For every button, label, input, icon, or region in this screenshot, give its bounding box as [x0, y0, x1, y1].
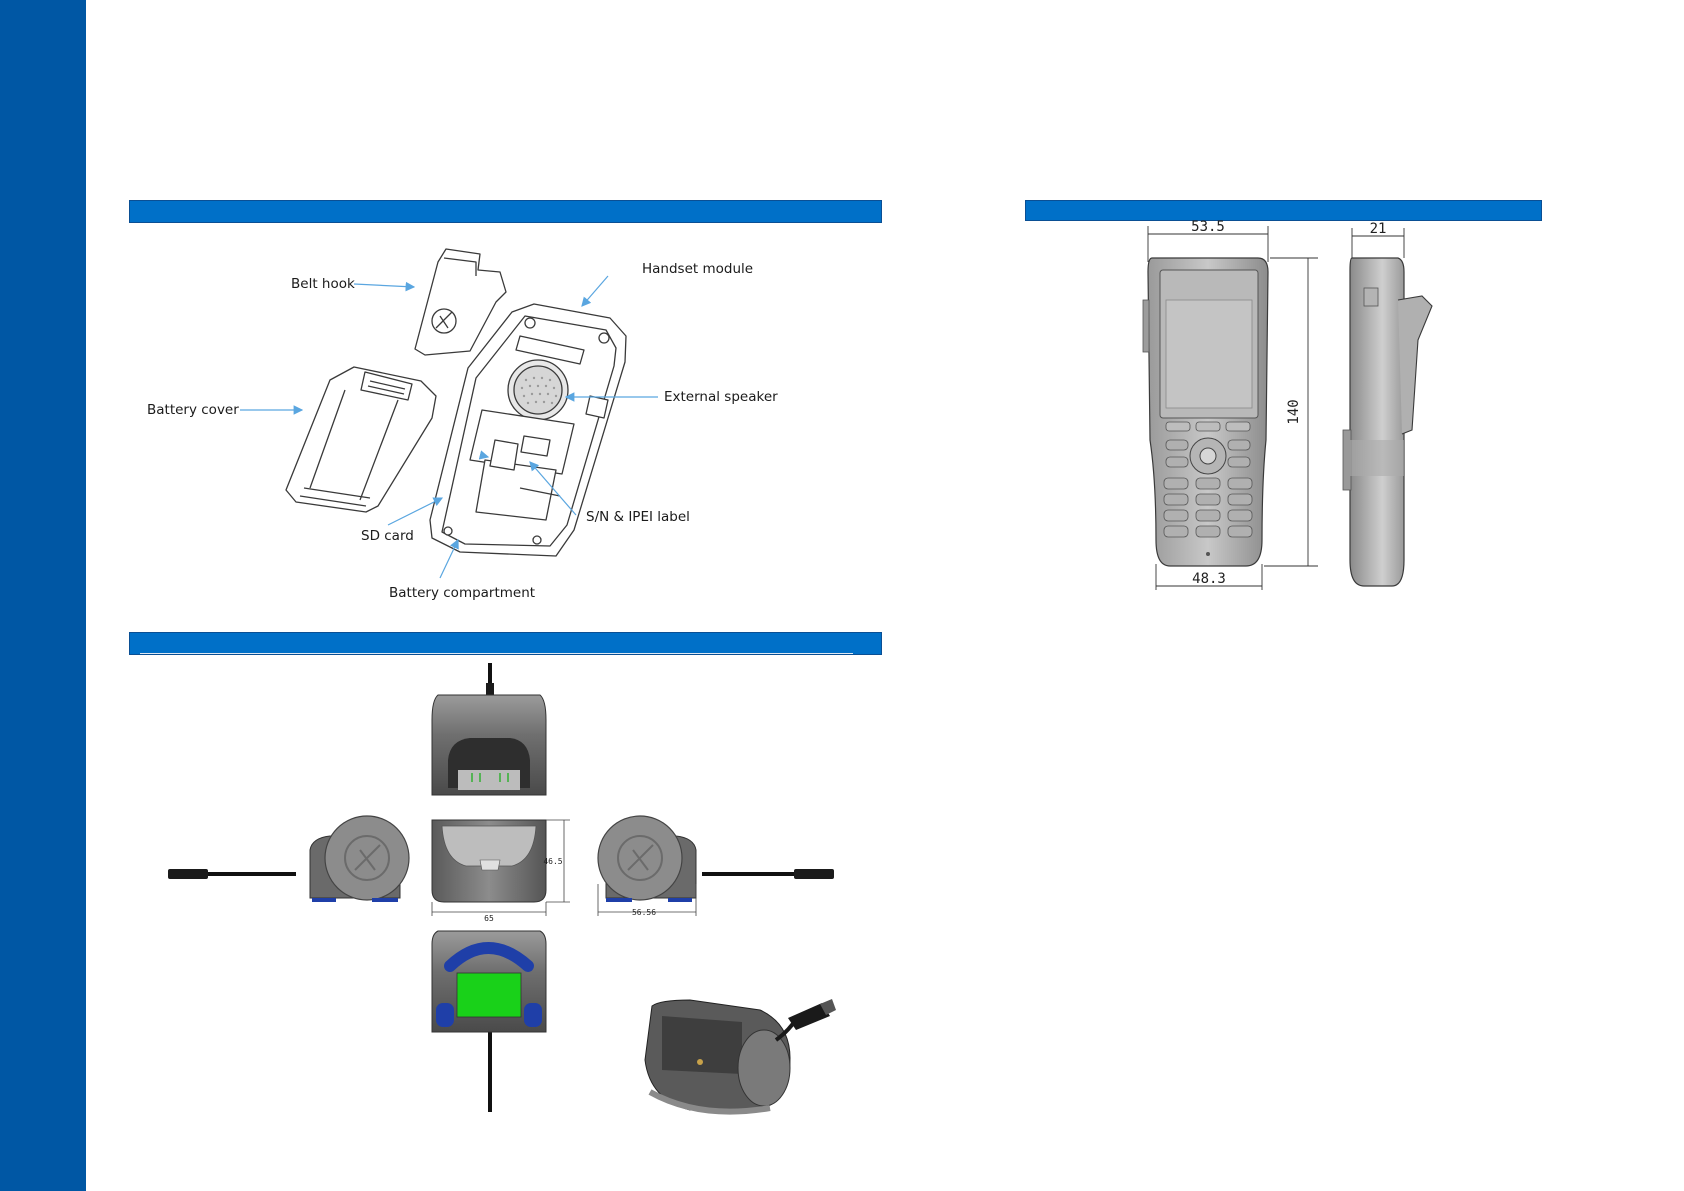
label-belt-hook: Belt hook [291, 276, 355, 292]
charger-bottom-view [431, 930, 547, 1033]
charger-dimension-lines [431, 819, 697, 916]
label-handset-module: Handset module [642, 261, 754, 277]
handset-module-part [429, 303, 627, 557]
section-bar-dimensions [1025, 200, 1542, 221]
charger-left-side-view [309, 815, 410, 902]
handset-side-view [1342, 257, 1433, 587]
charger-dim-height: 46.5 [543, 857, 562, 866]
charger-front-view [431, 819, 547, 903]
dimension-lines [1147, 226, 1405, 590]
external-speaker-grill [520, 376, 558, 405]
charger-perspective-view [644, 999, 836, 1115]
label-battery-cover: Battery cover [147, 402, 239, 418]
charger-top-view [431, 694, 547, 796]
callout-arrows [240, 275, 658, 579]
charger-dim-width: 65 [484, 914, 494, 923]
label-battery-compartment: Battery compartment [389, 585, 536, 601]
dim-depth: 21 [1370, 221, 1387, 237]
dim-height: 140 [1286, 399, 1302, 424]
dim-width-bottom: 48.3 [1192, 571, 1226, 587]
label-sd-card: SD card [361, 528, 414, 544]
handset-front-view [1142, 257, 1269, 567]
battery-cover-part [285, 366, 437, 513]
label-external-speaker: External speaker [664, 389, 778, 405]
label-sn-ipei: S/N & IPEI label [586, 509, 690, 525]
section-bar-charger [129, 632, 882, 655]
charger-right-side-view [597, 815, 697, 902]
side-bar [0, 0, 86, 1191]
belt-hook-part [414, 248, 507, 356]
dim-width-top: 53.5 [1191, 219, 1225, 235]
charger-dim-depth: 56.56 [632, 908, 656, 917]
section-bar-exploded-view [129, 200, 882, 223]
